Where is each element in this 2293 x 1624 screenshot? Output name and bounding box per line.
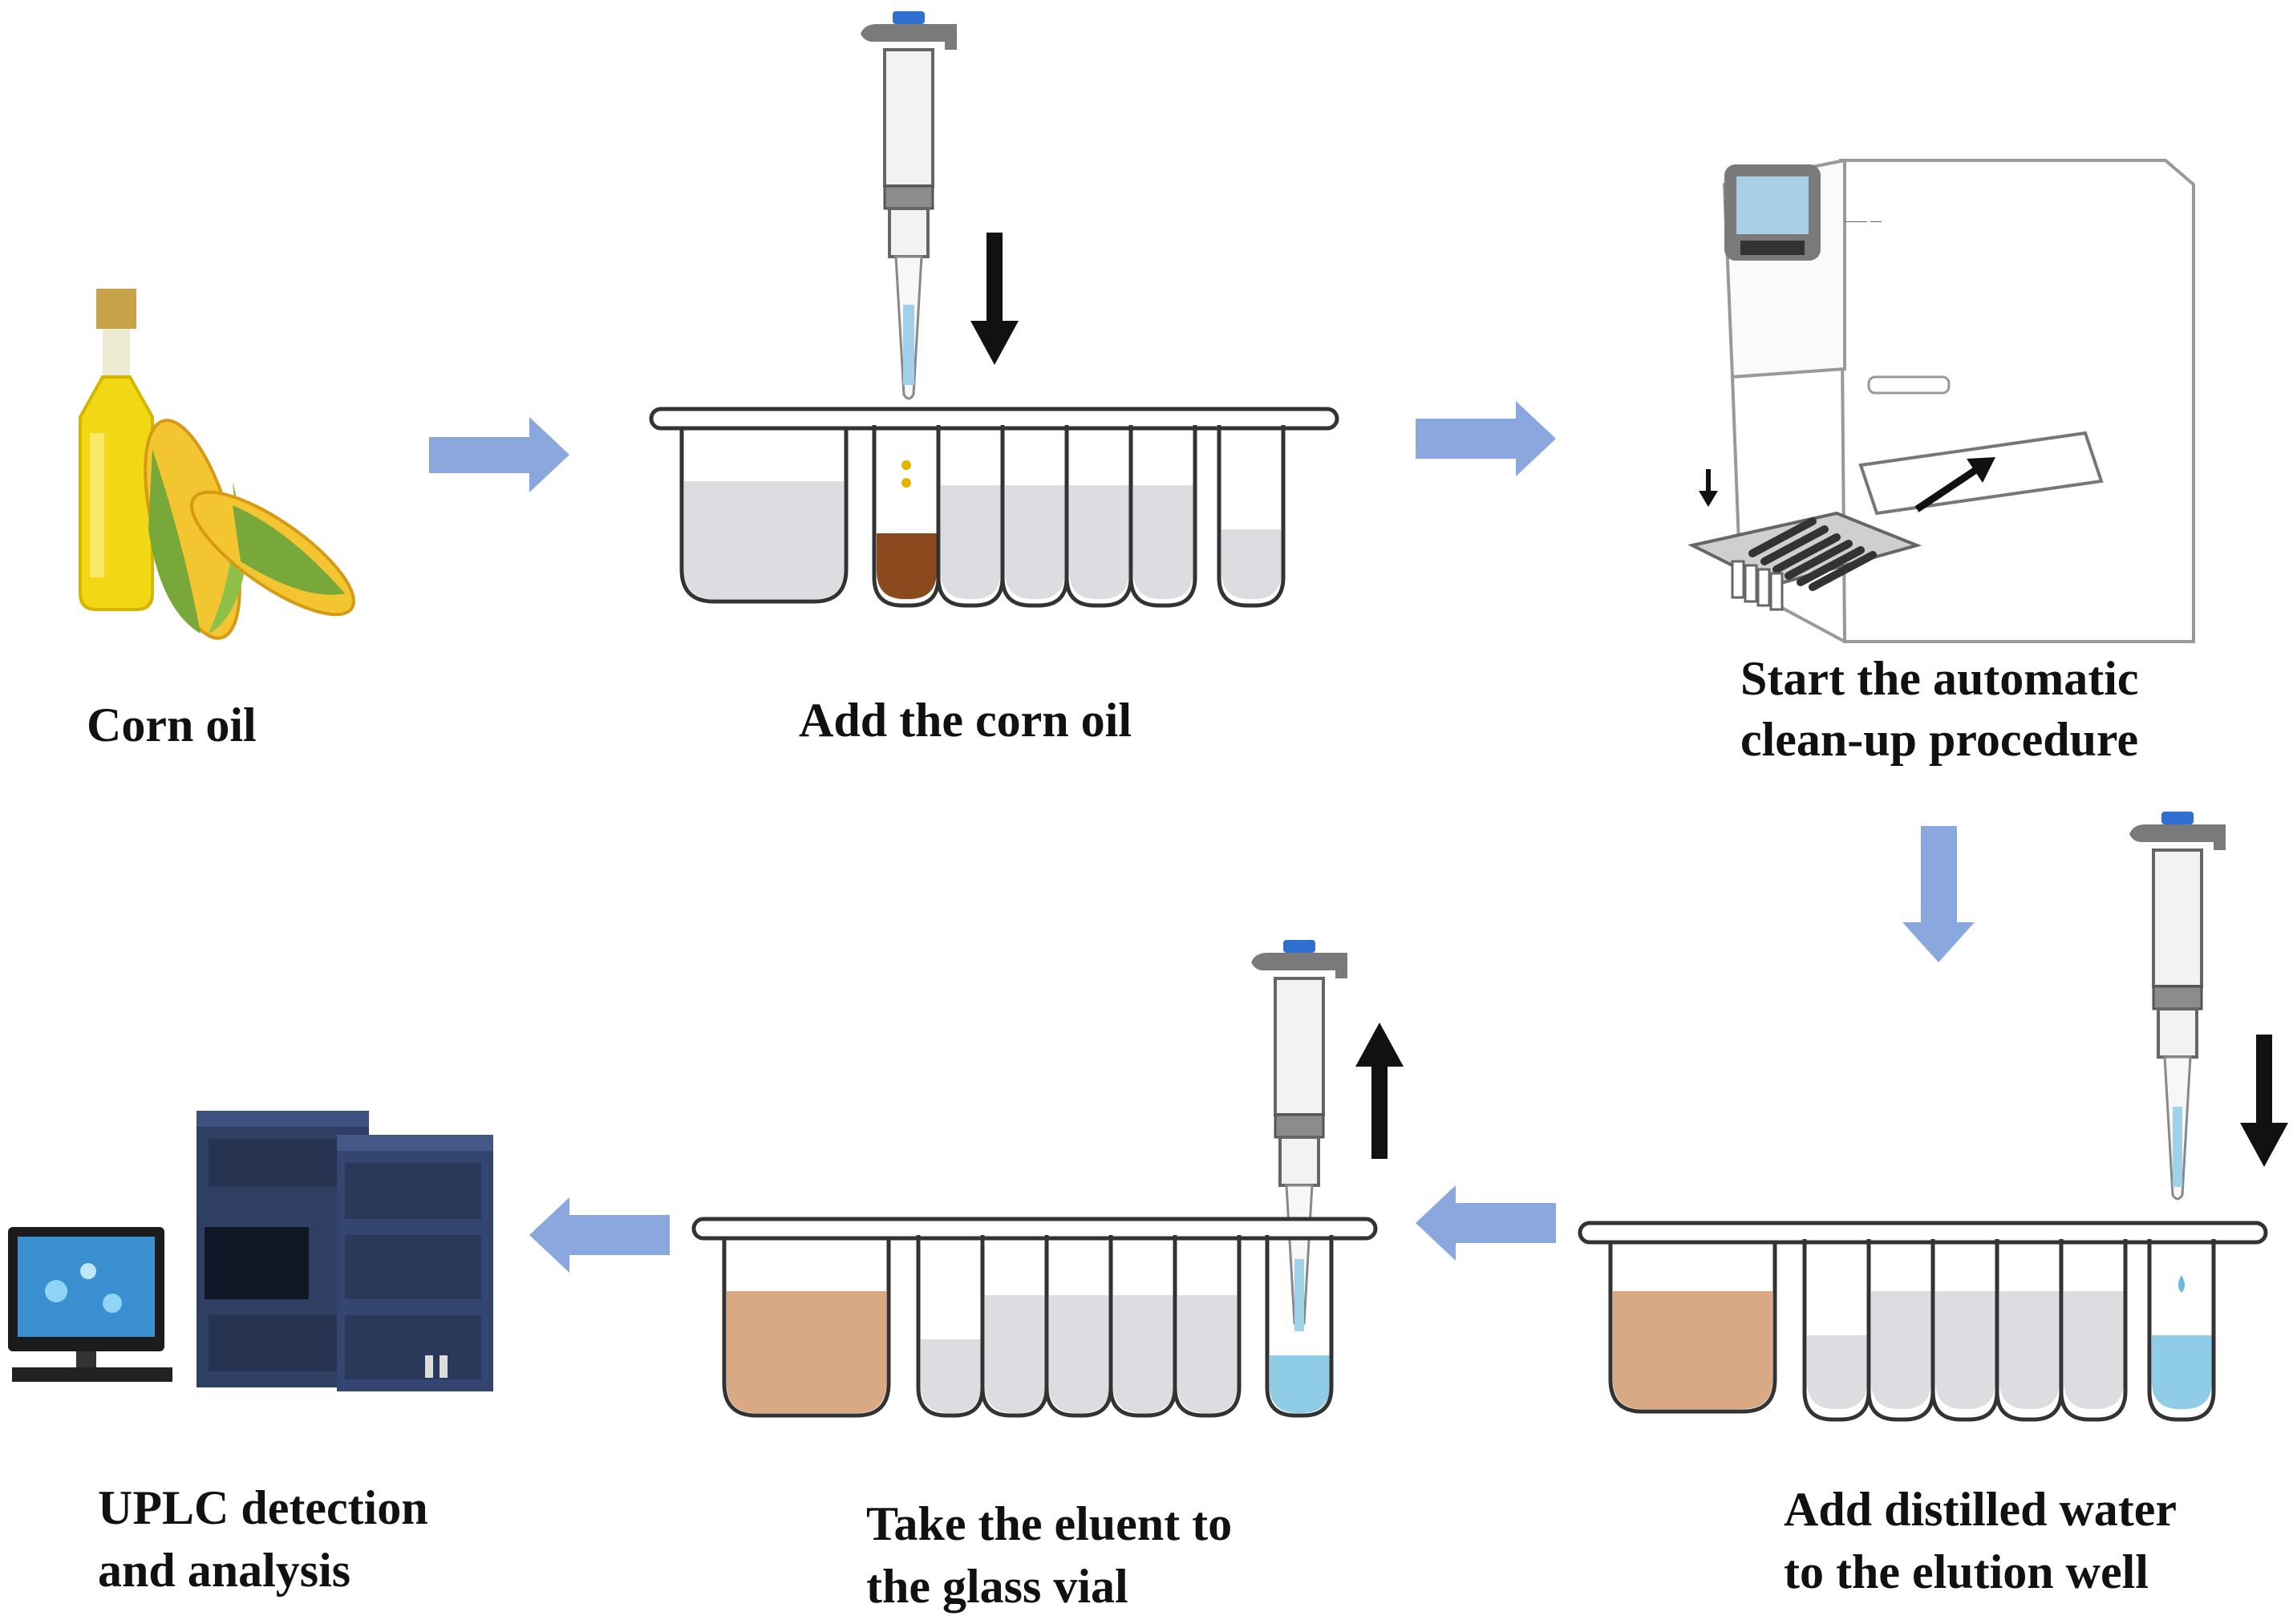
step-label-add-corn-oil: Add the corn oil xyxy=(799,694,1132,747)
svg-text:—— —: —— — xyxy=(1845,214,1882,227)
cleanup-instrument-icon: —— — xyxy=(1687,158,2195,643)
pipette-icon xyxy=(1250,938,1349,1331)
down-arrow-icon xyxy=(970,233,1019,365)
flow-arrow-down xyxy=(1902,826,1975,962)
well-tray-icon xyxy=(1578,1221,2268,1419)
step-label-start-cleanup-line1: Start the automatic xyxy=(1740,652,2139,705)
pipette-icon xyxy=(859,10,958,400)
up-arrow-icon xyxy=(1355,1023,1404,1159)
down-arrow-icon xyxy=(2240,1035,2288,1167)
pipette-icon xyxy=(2128,810,2227,1201)
well-tray-icon xyxy=(649,407,1339,605)
step-label-take-eluent-line1: Take the eluent to xyxy=(866,1497,1232,1550)
computer-monitor-icon xyxy=(8,1227,172,1382)
flow-arrow-left-1 xyxy=(1416,1185,1556,1261)
corn-oil-bottle-icon xyxy=(79,289,154,611)
well-tray-icon xyxy=(691,1217,1378,1418)
step-label-uplc-line1: UPLC detection xyxy=(98,1481,428,1534)
flow-arrow-right-1 xyxy=(429,417,569,492)
step-label-add-water-line1: Add distilled water xyxy=(1784,1483,2177,1536)
step-label-take-eluent-line2: the glass vial xyxy=(866,1560,1128,1613)
down-arrow-small-icon xyxy=(1699,469,1718,507)
flow-arrow-left-2 xyxy=(529,1197,670,1273)
step-label-start-cleanup-line2: clean-up procedure xyxy=(1740,713,2138,766)
step-label-uplc-line2: and analysis xyxy=(98,1544,350,1597)
uplc-system-icon xyxy=(196,1111,493,1391)
flow-arrow-right-2 xyxy=(1416,401,1556,476)
step-label-add-water-line2: to the elution well xyxy=(1784,1545,2149,1598)
step-label-corn-oil: Corn oil xyxy=(87,699,257,751)
diagonal-arrow-icon xyxy=(1914,457,1995,512)
corn-cob-icon xyxy=(144,419,355,640)
